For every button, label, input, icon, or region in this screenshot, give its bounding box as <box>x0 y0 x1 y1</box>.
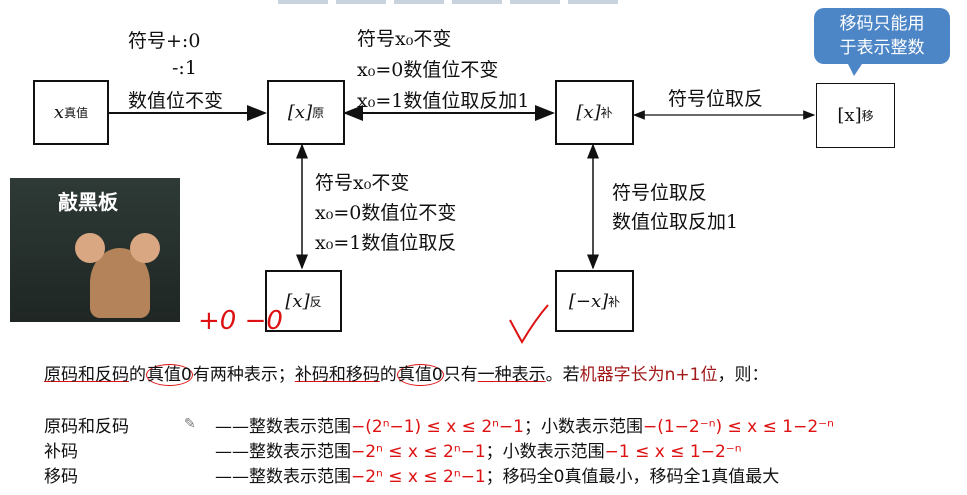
sub: 补 <box>600 106 613 120</box>
label-sign-minus: -:1 <box>172 57 197 79</box>
t: ，则： <box>717 365 769 385</box>
var: [−x] <box>568 290 609 312</box>
t: 的 <box>379 365 397 385</box>
handwritten-zeros: +0 −0 <box>198 306 283 336</box>
t: ；小数表示范围 <box>523 417 643 437</box>
callout-line: 于表示整数 <box>839 38 925 58</box>
t: 只有 <box>443 365 478 385</box>
t: −2ⁿ ≤ x ≤ 2ⁿ−1 <box>351 467 486 487</box>
range-row: ——整数表示范围−(2ⁿ−1) ≤ x ≤ 2ⁿ−1；小数表示范围−(1−2⁻ⁿ… <box>215 412 834 437</box>
meme-image: 敲黑板 <box>10 178 180 322</box>
label-right-vertical: 数值位取反加1 <box>612 211 739 233</box>
t: 真值0 <box>146 364 193 386</box>
label-vertical: x₀=0数值位不变 <box>315 202 457 224</box>
label-mid: x₀=1数值位取反加1 <box>357 90 530 112</box>
range-name: 移码 <box>44 467 78 487</box>
t: −1 ≤ x ≤ 1−2⁻ⁿ <box>604 442 742 462</box>
t: 机器字长为n+1位 <box>579 365 718 385</box>
label-vertical: 符号x₀不变 <box>315 172 410 194</box>
callout-line: 移码只能用 <box>839 14 925 34</box>
label-mid: x₀=0数值位不变 <box>357 59 499 81</box>
arrows <box>108 105 816 344</box>
summary-line: 原码和反码的真值0有两种表示；补码和移码的真值0只有一种表示。若机器字长为n+1… <box>44 360 769 386</box>
t: ——整数表示范围 <box>215 442 351 462</box>
t: 一种表示 <box>477 365 546 385</box>
t: 有两种表示； <box>192 365 295 385</box>
box-twos-complement: [x]补 <box>555 80 634 145</box>
t: 真值0 <box>396 364 444 386</box>
mouse-ear <box>75 233 105 263</box>
label-sign-plus: 符号+:0 <box>128 30 201 52</box>
var: [x] <box>287 102 313 123</box>
range-name: 补码 <box>44 442 78 462</box>
box-ones-complement: [x]反 <box>265 270 342 332</box>
var: [x] <box>285 290 310 312</box>
sub: 真值 <box>64 106 89 120</box>
pencil-icon: ✎ <box>184 416 196 432</box>
top-tab-strip <box>278 0 618 4</box>
t: −(1−2⁻ⁿ) ≤ x ≤ 1−2⁻ⁿ <box>642 417 834 437</box>
t: 的 <box>129 365 146 385</box>
box-bias: [x]移 <box>816 83 895 148</box>
sub: 原 <box>312 106 325 120</box>
t: −(2ⁿ−1) ≤ x ≤ 2ⁿ−1 <box>351 417 524 437</box>
t: ；移码全0真值最小，移码全1真值最大 <box>485 467 780 487</box>
t: ——整数表示范围 <box>215 467 351 487</box>
t: ；小数表示范围 <box>485 442 605 462</box>
box-sign-magnitude: [x]原 <box>267 80 345 145</box>
t: 。若 <box>545 365 580 385</box>
t: 补码和移码 <box>294 365 380 385</box>
image-caption: 敲黑板 <box>58 190 118 214</box>
t: −2ⁿ ≤ x ≤ 2ⁿ−1 <box>351 442 486 462</box>
label-value-same: 数值位不变 <box>128 90 224 112</box>
red-checkmark <box>509 304 549 344</box>
callout-bubble: 移码只能用于表示整数 <box>814 8 950 76</box>
sub: 移 <box>861 109 874 123</box>
var: [x] <box>576 102 601 123</box>
range-row: ——整数表示范围−2ⁿ ≤ x ≤ 2ⁿ−1；小数表示范围−1 ≤ x ≤ 1−… <box>215 437 742 462</box>
t: 原码和反码 <box>44 365 129 385</box>
sub: 反 <box>309 294 322 309</box>
range-name: 原码和反码 <box>44 417 129 437</box>
label-right: 符号位取反 <box>668 88 764 110</box>
range-row: ——整数表示范围−2ⁿ ≤ x ≤ 2ⁿ−1；移码全0真值最小，移码全1真值最大 <box>215 462 779 487</box>
var: [x] <box>837 105 862 126</box>
t: ——整数表示范围 <box>215 417 351 437</box>
sub: 补 <box>608 294 621 309</box>
box-neg-twos: [−x]补 <box>555 270 634 332</box>
label-vertical: x₀=1数值位取反 <box>315 232 457 254</box>
mouse-ear <box>130 233 160 263</box>
var: x <box>53 102 65 123</box>
label-right-vertical: 符号位取反 <box>612 182 708 204</box>
label-mid: 符号x₀不变 <box>357 28 452 50</box>
